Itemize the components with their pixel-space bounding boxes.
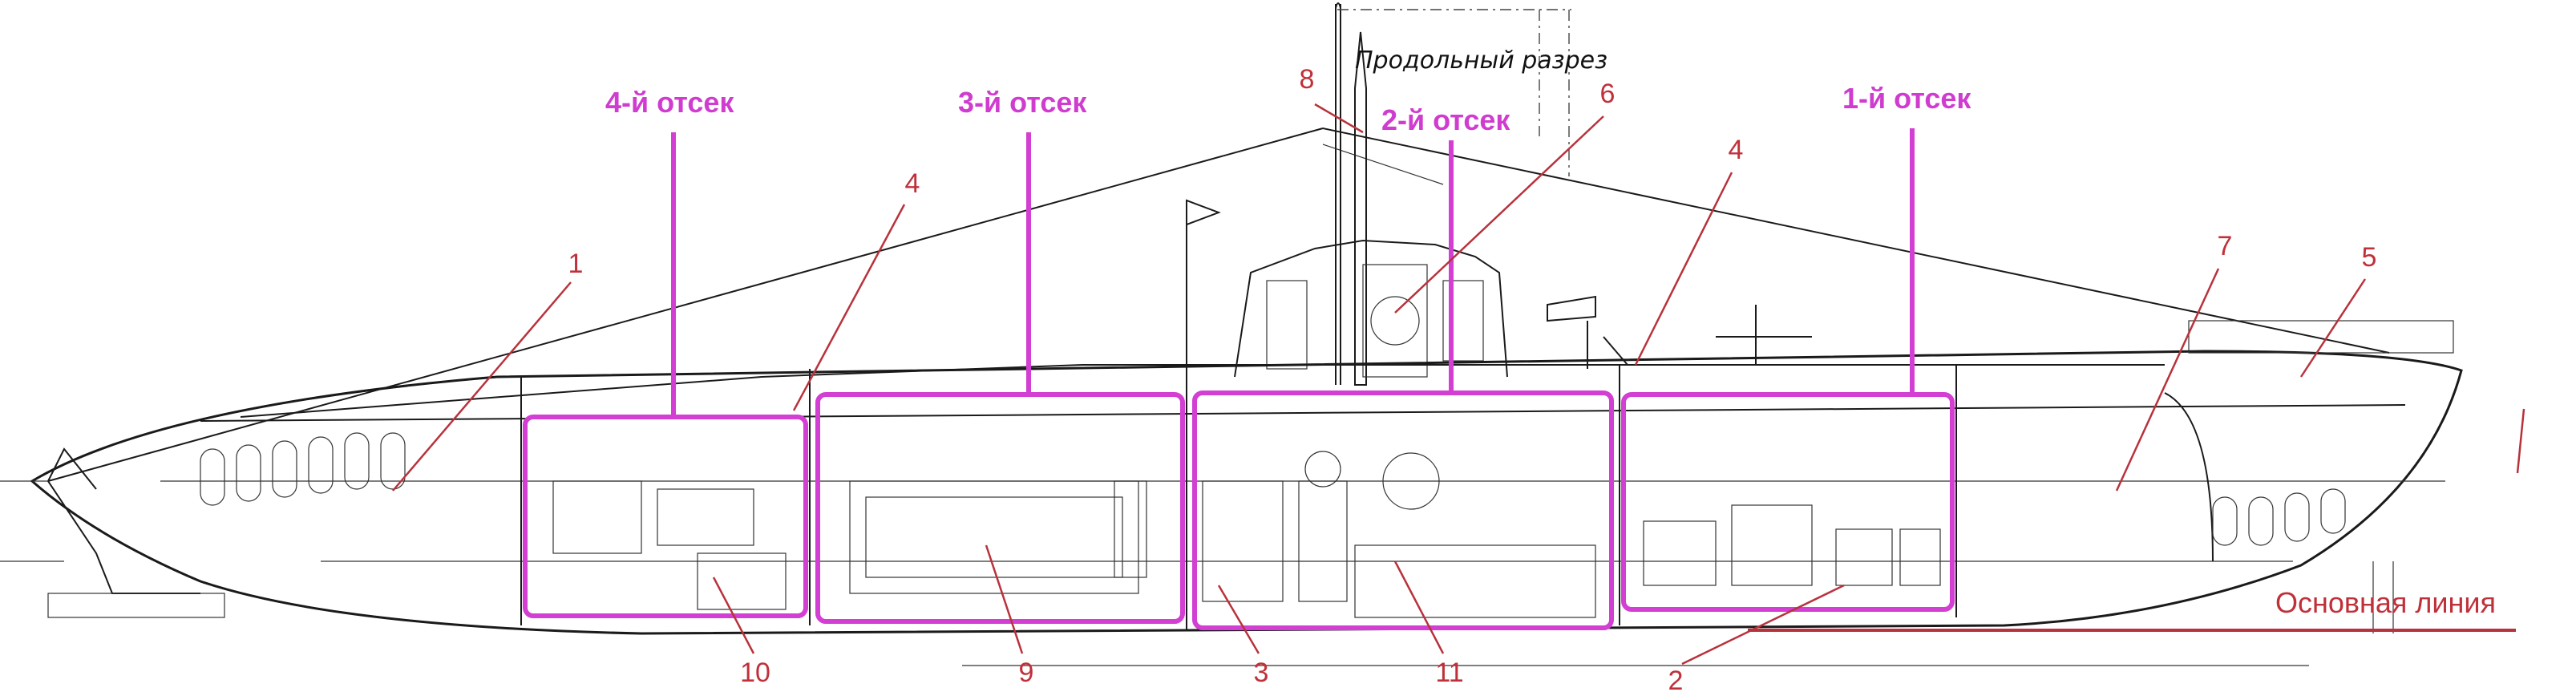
callout-label: 10 <box>740 658 770 688</box>
callout-1: 1 <box>392 249 584 492</box>
compartment-2-label: 2-й отсек <box>1381 103 1510 136</box>
callout-6: 6 <box>1394 79 1616 314</box>
compartment-4-label: 4-й отсек <box>605 86 734 119</box>
compartment-4: 4-й отсек <box>523 86 808 618</box>
callout-label: 4 <box>1729 135 1744 165</box>
callout-label: 2 <box>1668 666 1684 696</box>
callouts: 1 4 8 6 4 7 5 10 9 3 11 2 <box>392 64 2377 696</box>
callout-3: 3 <box>1217 585 1269 688</box>
callout-label: 3 <box>1254 658 1269 688</box>
callout-2: 2 <box>1668 584 1845 696</box>
callout-label: 6 <box>1600 79 1616 109</box>
callout-label: 9 <box>1019 658 1034 688</box>
conning-tower <box>1234 239 1596 378</box>
compartment-3: 3-й отсек <box>815 86 1185 624</box>
flag <box>1186 199 1221 377</box>
ballast-tank-holes <box>200 432 2346 546</box>
red-mark <box>2516 408 2525 474</box>
drawing-title: Продольный разрез <box>1355 47 1607 75</box>
callout-4-fwd: 4 <box>1634 135 1744 366</box>
base-line-label: Основная линия <box>2275 586 2496 619</box>
hull <box>30 305 2463 635</box>
callout-label: 7 <box>2218 231 2233 261</box>
compartment-1-label: 1-й отсек <box>1842 82 1971 115</box>
callout-label: 11 <box>1435 658 1463 688</box>
dimension-lines <box>0 480 2394 666</box>
callout-5: 5 <box>2299 242 2377 378</box>
callout-9: 9 <box>985 544 1034 688</box>
interior-equipment <box>520 365 1957 629</box>
callout-label: 4 <box>905 168 920 199</box>
callout-4-aft: 4 <box>792 168 920 411</box>
title-frame: Продольный разрез <box>1337 9 1607 176</box>
callout-label: 1 <box>568 249 584 279</box>
callout-label: 5 <box>2362 242 2377 273</box>
callout-8: 8 <box>1300 64 1364 134</box>
compartment-1: 1-й отсек <box>1621 82 1971 612</box>
compartment-3-label: 3-й отсек <box>958 86 1087 119</box>
callout-11: 11 <box>1393 560 1464 688</box>
jumping-wire <box>47 127 2390 482</box>
callout-7: 7 <box>2115 231 2233 492</box>
callout-10: 10 <box>712 577 770 688</box>
callout-label: 8 <box>1300 64 1315 95</box>
mast <box>1335 2 1367 386</box>
compartment-2: 2-й отсек <box>1192 103 1614 630</box>
